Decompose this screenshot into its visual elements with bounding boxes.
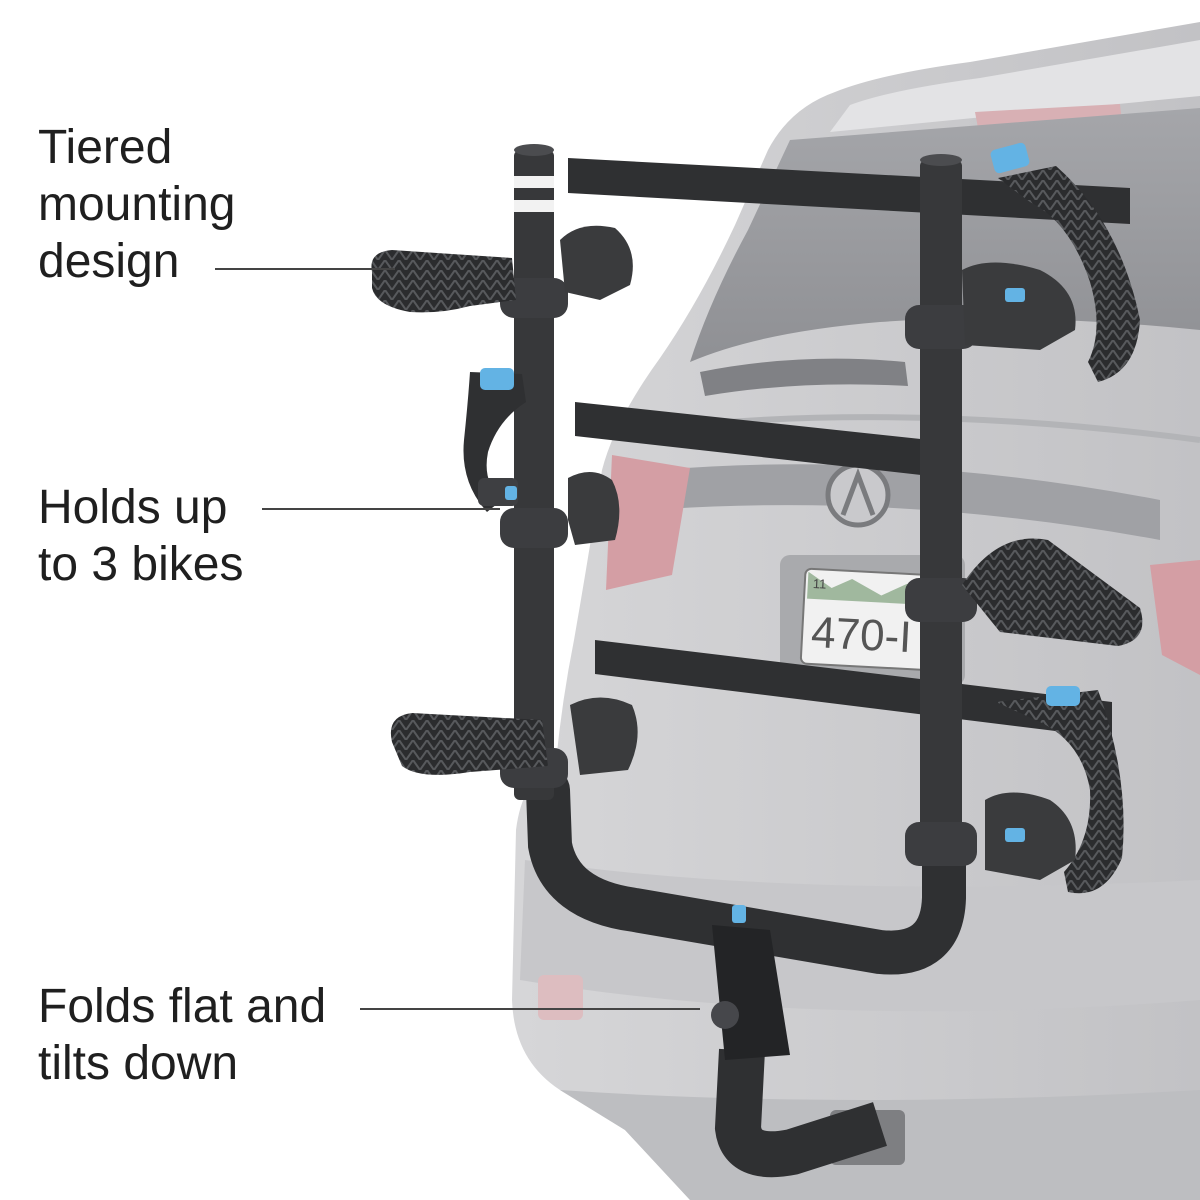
post-collar [905,822,977,866]
tilt-knob-blue [732,905,746,923]
callout-line: Folds flat and [38,980,327,1033]
frame-cradle-top-right [962,262,1076,350]
hitch-bar [714,1048,887,1178]
release-tab-blue [990,142,1030,174]
callout-line: Tiered [38,121,173,174]
clamp-arm-bottom-right [996,690,1124,894]
frame-cradle-top-left [560,225,633,300]
bumper-reflector [538,975,583,1020]
leader-line-tiered-mounting [215,268,395,270]
release-tab-blue [1046,686,1080,706]
clamp-arm-middle-left [463,372,526,512]
callout-line: design [38,235,180,288]
wheel-tray-top-left [371,250,516,313]
release-tab-blue [505,486,517,500]
hitch-mount [711,905,887,1178]
reflective-stripe [514,176,554,188]
frame-cradle-middle-left [568,471,620,545]
rear-spoiler [830,40,1200,132]
post-collar [500,508,568,548]
rear-wiper [700,358,908,396]
release-tab-blue [1005,828,1025,842]
post-cap-right [920,154,962,166]
callout-line: tilts down [38,1037,239,1090]
chrome-strip [650,464,1160,540]
acura-logo [825,462,891,528]
rack-lower-bar [595,640,1112,738]
wheel-tray-middle-right [962,538,1143,646]
leader-line-folds-flat [360,1008,700,1010]
callout-folds-flat: Folds flat and tilts down [38,978,326,1092]
post-cap-left [514,144,554,156]
post-collar [500,278,568,318]
tilt-pivot-bolt [711,1001,739,1029]
taillight-left [606,455,690,590]
wheel-tray-bottom-left [390,713,548,775]
release-tab-blue [480,368,514,390]
taillight-right [1150,560,1200,675]
rack-post-right [920,160,962,850]
frame-cradle-bottom-left [570,697,638,775]
callout-holds-bikes: Holds up to 3 bikes [38,479,243,593]
callout-tiered-mounting: Tiered mounting design [38,119,235,290]
release-tab-blue [1005,288,1025,302]
rack-middle-bar [575,402,930,476]
rack-top-bar [568,158,1130,224]
rack-post-left [514,150,554,800]
callout-line: mounting [38,178,236,231]
post-collar [905,305,977,349]
rack-u-tube [526,768,966,975]
clamp-arm-top-right [998,166,1140,382]
plate-sticker: 11 [812,576,826,592]
bike-rack [371,142,1143,1178]
post-collar [905,578,977,622]
reflective-stripe [514,200,554,212]
leader-line-holds-bikes [262,508,500,510]
frame-cradle-bottom-right [985,792,1076,880]
callout-line: to 3 bikes [38,538,244,591]
callout-line: Holds up [38,481,228,534]
plate-number: 470-I [810,608,913,662]
